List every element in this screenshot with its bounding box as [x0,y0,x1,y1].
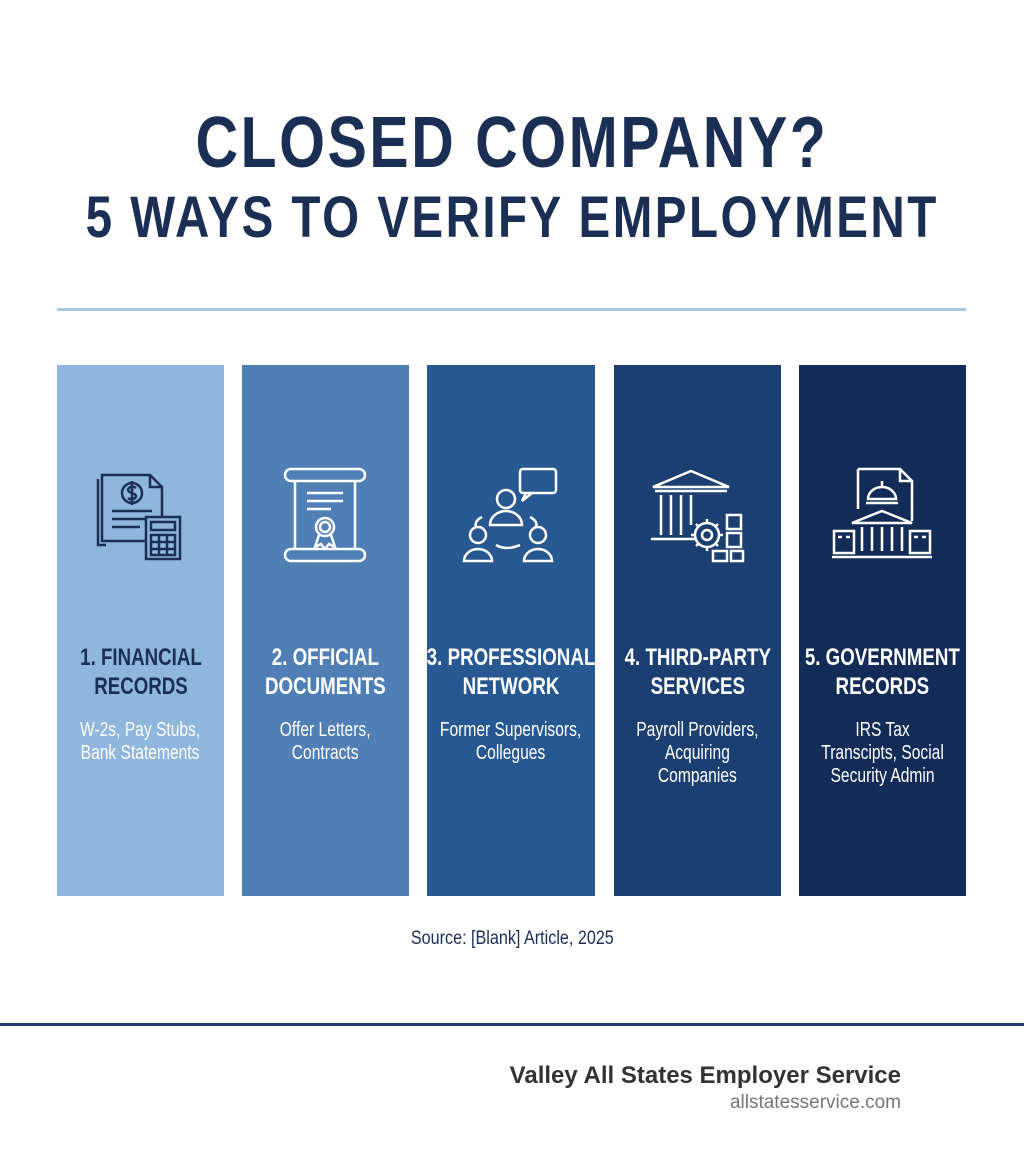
column-heading-text: 4. THIRD-PARTY SERVICES [624,644,771,700]
column-heading: 4. THIRD-PARTY SERVICES [614,643,781,701]
column-description: Payroll Providers, Acquiring Companies [614,719,781,788]
title-text-1: CLOSED COMPANY? [195,103,829,183]
column-heading: 1. FINANCIAL RECORDS [57,643,224,701]
company-name: Valley All States Employer Service [509,1062,901,1089]
source-note: Source: [Blank] Article, 2025 [0,928,1024,950]
column-description: W-2s, Pay Stubs, Bank Statements [57,719,224,765]
column-government-records: 5. GOVERNMENT RECORDS IRS Tax Transcipts… [799,365,966,896]
column-third-party-services: 4. THIRD-PARTY SERVICES Payroll Provider… [614,365,781,896]
column-official-documents: 2. OFFICIAL DOCUMENTS Offer Letters, Con… [242,365,409,896]
certificate-scroll-icon [283,467,367,563]
divider [57,308,966,311]
column-heading-text: 2. OFFICIAL DOCUMENTS [265,644,386,700]
column-description: Former Supervisors, Collegues [427,719,595,765]
column-heading-text: 1. FINANCIAL RECORDS [79,644,202,700]
column-description: IRS Tax Transcipts, Social Security Admi… [799,719,966,788]
title-text-2: 5 WAYS TO VERIFY EMPLOYMENT [85,185,939,250]
column-description-text: Former Supervisors, Collegues [440,719,582,764]
building-gear-icon [651,469,745,563]
column-description-text: W-2s, Pay Stubs, Bank Statements [80,719,201,764]
column-description-text: IRS Tax Transcipts, Social Security Admi… [821,719,944,787]
column-description-text: Payroll Providers, Acquiring Companies [636,719,759,787]
column-heading-text: 3. PROFESSIONAL NETWORK [426,644,596,700]
column-professional-network: 3. PROFESSIONAL NETWORK Former Superviso… [427,365,595,896]
government-building-icon [832,467,932,559]
column-heading: 3. PROFESSIONAL NETWORK [426,643,596,701]
people-network-icon [462,467,558,563]
column-heading-text: 5. GOVERNMENT RECORDS [805,644,961,700]
source-text: Source: [Blank] Article, 2025 [410,928,614,949]
column-heading: 5. GOVERNMENT RECORDS [799,643,966,701]
company-url[interactable]: allstatesservice.com [729,1092,901,1113]
column-description: Offer Letters, Contracts [242,719,409,765]
column-heading: 2. OFFICIAL DOCUMENTS [242,643,409,701]
title-line-1: CLOSED COMPANY? [0,102,1024,184]
footer-divider [0,1023,1024,1026]
title-line-2: 5 WAYS TO VERIFY EMPLOYMENT [0,184,1024,251]
column-financial-records: 1. FINANCIAL RECORDS W-2s, Pay Stubs, Ba… [57,365,224,896]
financial-document-calculator-icon [96,473,182,561]
column-description-text: Offer Letters, Contracts [280,719,371,764]
